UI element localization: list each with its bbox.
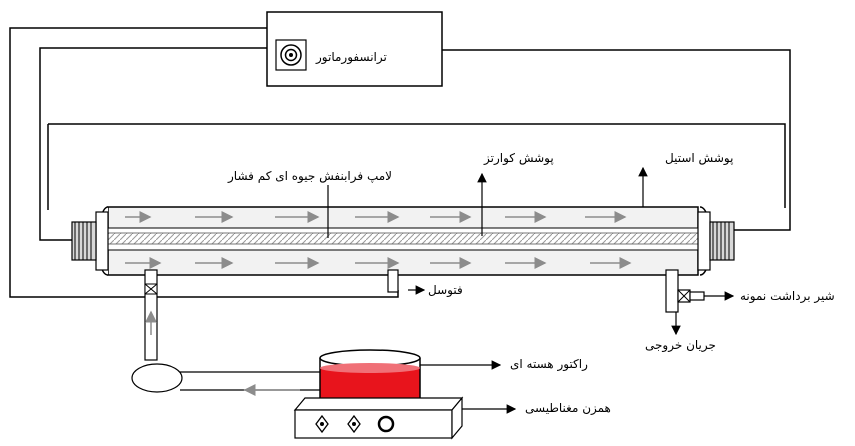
- wiring: [9, 27, 791, 298]
- reactor-label: راکتور هسته ای: [510, 357, 588, 371]
- transformer-dial-icon: [280, 44, 302, 66]
- left-connector: [71, 221, 97, 261]
- photocell-label: فتوسل: [428, 283, 463, 297]
- label-pointers: [327, 166, 735, 414]
- right-connector: [709, 221, 735, 261]
- stirrer-knob-icon: [315, 414, 329, 434]
- inlet-pipe: [144, 269, 158, 361]
- sampling-valve-label: شیر برداشت نمونه: [740, 289, 835, 303]
- pump: [131, 363, 330, 393]
- magnetic-stirrer-label: همزن مغناطیسی: [525, 401, 611, 415]
- transformer: [266, 11, 443, 87]
- uv-lamp: [107, 232, 699, 245]
- stirrer-dial-icon: [377, 415, 395, 433]
- flow-arrows: [125, 211, 632, 269]
- magnetic-stirrer: [293, 396, 464, 440]
- reactor-tube: [95, 206, 712, 276]
- photocell: [387, 269, 399, 293]
- steel-sheath-label: پوشش استیل: [665, 151, 734, 165]
- uv-lamp-label: لامپ فرابنفش جیوه ای کم فشار: [228, 169, 392, 183]
- outlet-valve: [665, 269, 705, 313]
- outlet-flow-label: جریان خروجی: [645, 338, 716, 352]
- quartz-sheath-label: پوشش کوارتز: [484, 151, 554, 165]
- transformer-label: ترانسفورماتور: [316, 50, 387, 64]
- stirrer-knob-icon: [347, 414, 361, 434]
